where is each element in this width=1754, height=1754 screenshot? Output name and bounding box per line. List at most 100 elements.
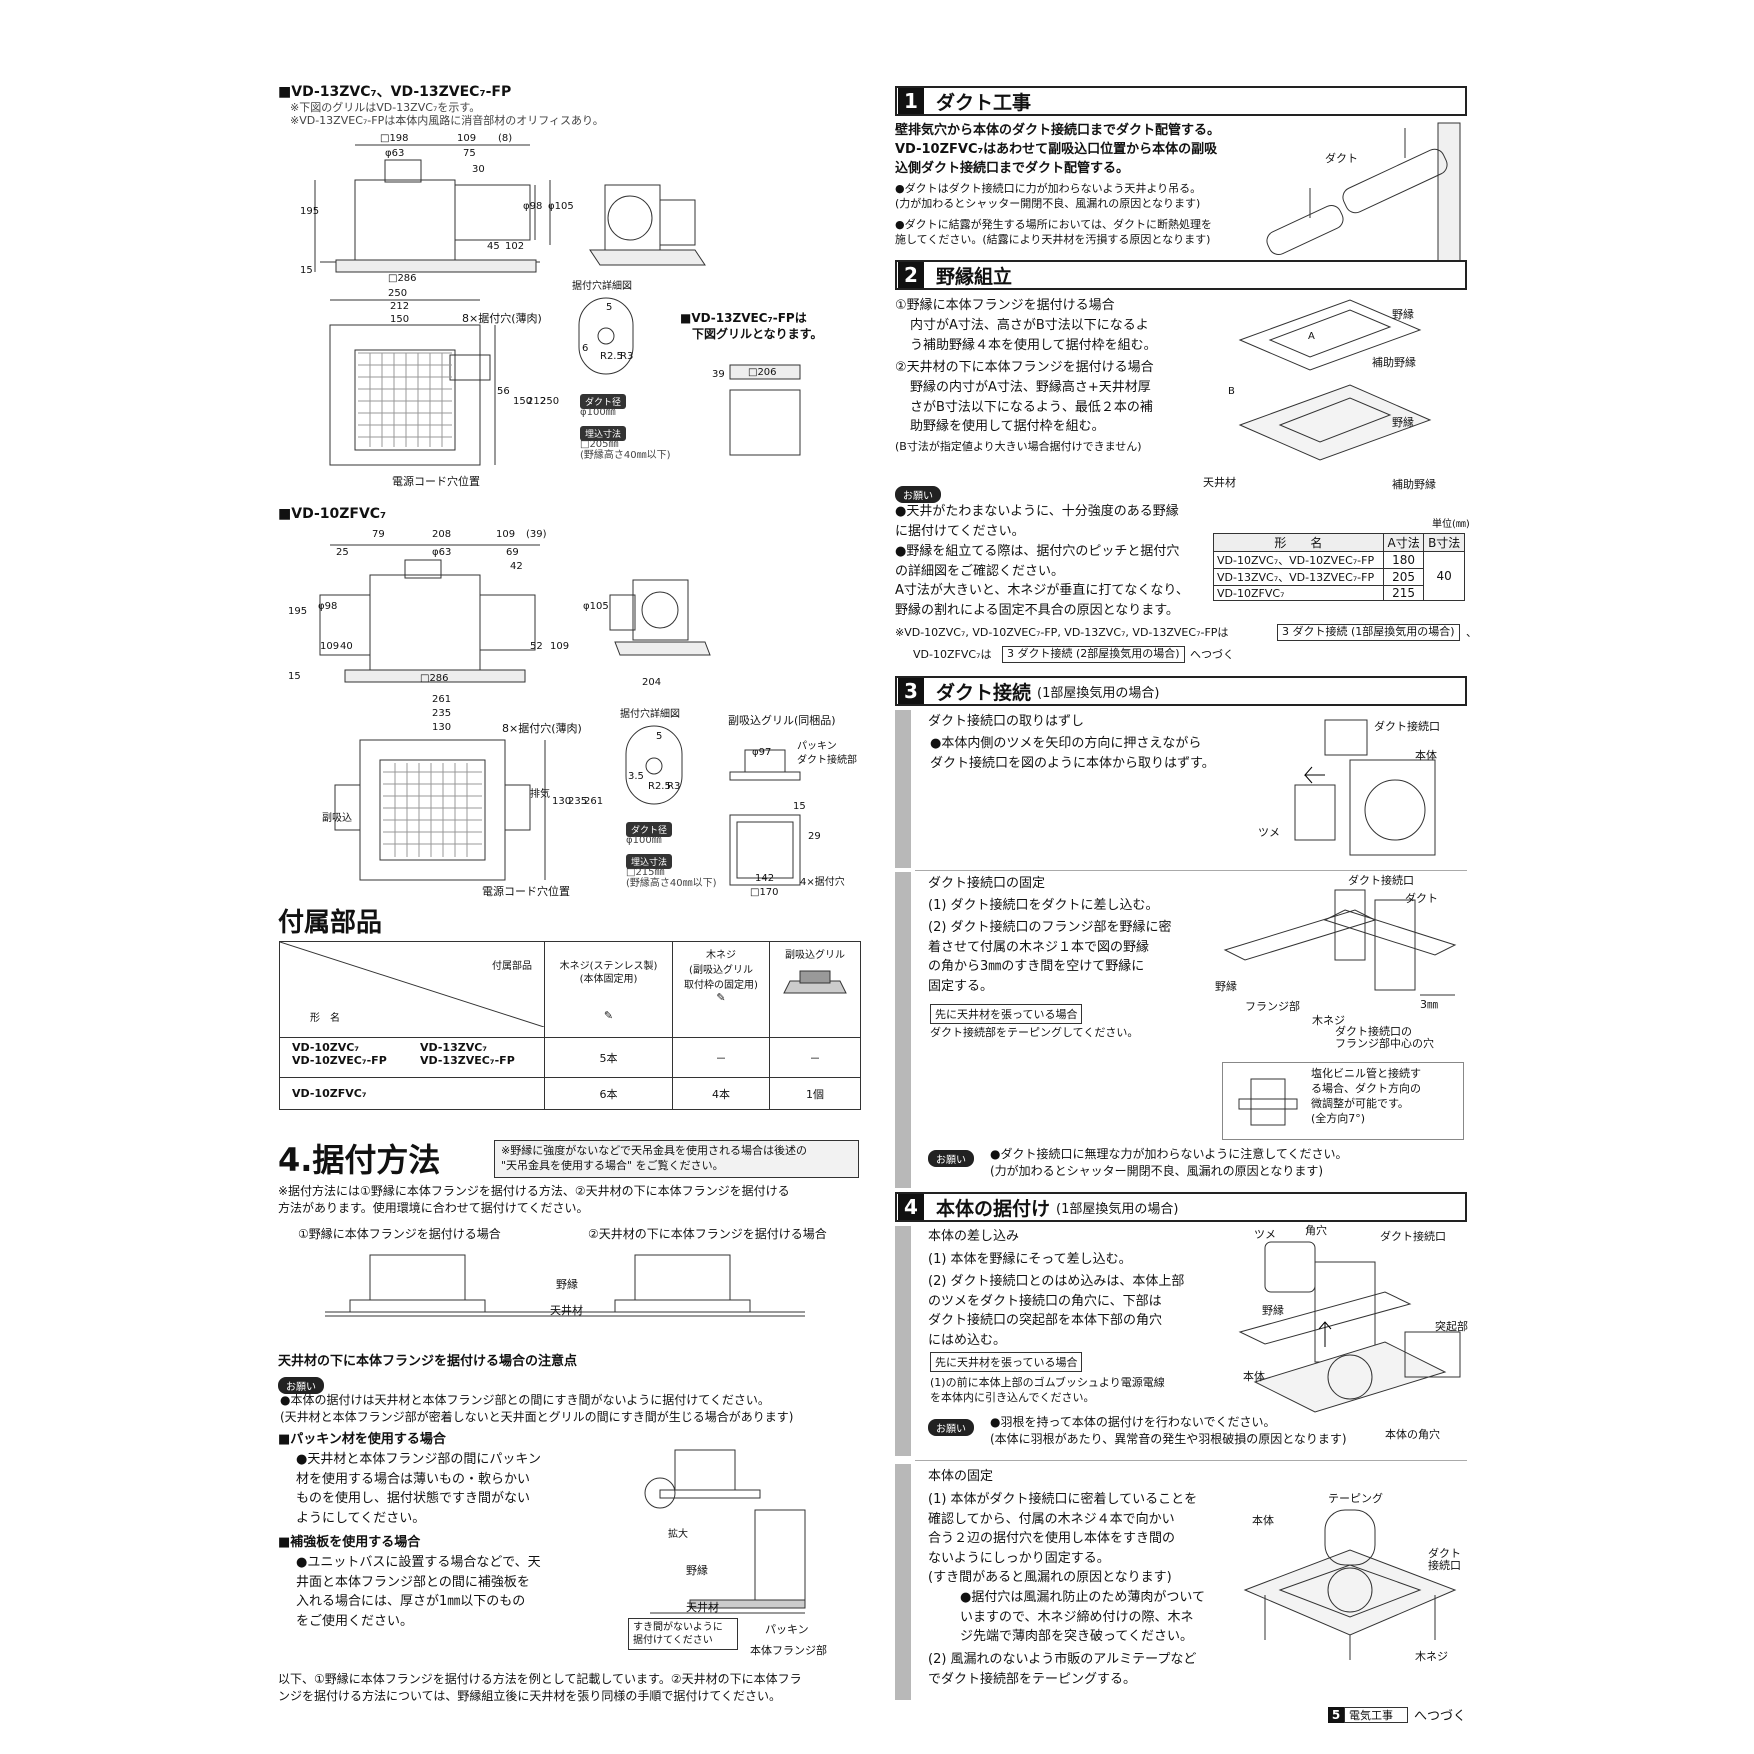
m2-dim-11: 109: [320, 641, 340, 652]
m2-exhaust: 排気: [530, 789, 550, 800]
m2-subintake: 副吸込: [322, 813, 352, 824]
s1-header: 1 ダクト工事: [895, 86, 1467, 116]
s3-title: ダクト接続: [936, 681, 1032, 704]
s4-p1-tagtext: (1)の前に本体上部のゴムブッシュより電源電線 を本体内に引き込んでください。: [930, 1376, 1165, 1404]
acc-r1c3: －: [769, 1037, 861, 1079]
s3-divider: [915, 870, 1467, 871]
s4-p1-s2: (2) ダクト接続口とのはめ込みは、本体上部 のツメをダクト接続口の角穴に、下部…: [928, 1274, 1185, 1348]
m2-dim-1: 208: [432, 529, 452, 540]
m2-grill-1: パッキン: [797, 741, 837, 752]
m1-detail-drawing: [578, 297, 634, 375]
s2-ref1-tag[interactable]: 3 ダクト接続 (1部屋換気用の場合): [1277, 624, 1460, 641]
s2-num: 2: [898, 262, 924, 288]
m2-grill-7: 4×据付穴: [800, 877, 845, 888]
s2-m2-title: ②天井材の下に本体フランジを据付ける場合: [895, 360, 1154, 375]
s2-m2-text: 野縁の内寸がA寸法、野縁高さ+天井材厚 さがB寸法以下になるよう、最低２本の補 …: [910, 380, 1153, 434]
s3-p2-fig-2: 野縁: [1215, 980, 1237, 993]
s2-fig-0: 野縁: [1392, 308, 1414, 321]
screw-icon: ✎: [716, 991, 726, 1004]
m1-hole-label: 8×据付穴(薄肉): [462, 312, 542, 325]
s4-divider: [915, 1460, 1467, 1461]
m2-dim-3: (39): [526, 529, 547, 540]
m2-grill-drawing: [729, 749, 801, 886]
m1-plan-5: 212: [527, 396, 547, 407]
m1-dim-7: φ98: [523, 201, 543, 212]
s3-p2-s2: (2) ダクト接続口のフランジ部を野縁に密 着させて付属の木ネジ１本で図の野縁 …: [928, 920, 1172, 994]
m1-dim-5: 30: [472, 164, 485, 175]
install-packing-title: ■パッキン材を使用する場合: [278, 1432, 446, 1447]
s2-ref1-b: 、: [1466, 626, 1477, 639]
s4-p2-fig-0: テーピング: [1328, 1492, 1383, 1505]
install-caution-title: 天井材の下に本体フランジを据付ける場合の注意点: [278, 1354, 578, 1369]
m2-detail-3: R3: [667, 781, 681, 792]
m2-plan-0: 261: [432, 694, 452, 705]
acc-r1c1: 5本: [544, 1037, 673, 1079]
s2-onegai: お願い: [895, 484, 941, 503]
fp-note2: 下図グリルとなります。: [692, 327, 823, 341]
s4-p2-fig-1: 本体: [1252, 1514, 1274, 1527]
s2-r1-a: 205: [1382, 568, 1425, 586]
m2-plan-5: 261: [584, 796, 604, 807]
model2-iso-drawing: [609, 579, 711, 656]
install-methods-drawing: [325, 1254, 805, 1317]
m2-dim-10: φ105: [583, 601, 609, 612]
m1-detail-3: R3: [620, 351, 634, 362]
model1-note1: ※下図のグリルはVD-13ZVC₇を示す。: [290, 101, 481, 114]
model2-plan-drawing: [334, 739, 546, 881]
m1-plan-3: 56: [497, 386, 510, 397]
s3-p2-fig-1: ダクト: [1405, 892, 1438, 905]
s2-r2-a: 215: [1382, 585, 1425, 601]
model1-plan-drawing: [329, 299, 496, 466]
s4-p1-tag: 先に天井材を張っている場合: [930, 1352, 1083, 1372]
m1-dim-6: 195: [300, 206, 320, 217]
s4-p1-fig-4: 突起部: [1435, 1320, 1468, 1333]
s2-dims-table: 形 名 A寸法 B寸法 VD-10ZVC₇、VD-10ZVEC₇-FP 180 …: [1213, 533, 1465, 601]
fp-grill-drawing: [729, 364, 801, 456]
m1-detail-2: R2.5: [600, 351, 623, 362]
m2-detail-drawing: [625, 725, 683, 805]
m1-embed-tag: 埋込寸法: [580, 422, 627, 441]
m1-cord-label: 電源コード穴位置: [392, 475, 480, 488]
s2-fig-3: 天井材: [1203, 476, 1236, 489]
s4-p2-s1: (1) 本体がダクト接続口に密着していることを 確認してから、付属の木ネジ４本で…: [928, 1492, 1198, 1585]
s2-fig-2: 野縁: [1392, 416, 1414, 429]
s2-m1-title: ①野縁に本体フランジを据付ける場合: [895, 298, 1115, 313]
install-caution-text: ●本体の据付けは天井材と本体フランジ部との間にすき間がないように据付けてください…: [280, 1393, 794, 1425]
s3-step1-bar: [895, 710, 911, 868]
install-fig-label-4: 本体フランジ部: [750, 1644, 827, 1657]
footer-tag: 電気工事: [1344, 1706, 1408, 1723]
s4-p1-fig-6: 本体の角穴: [1385, 1428, 1440, 1441]
acc-row2-model: VD-10ZFVC₇: [279, 1077, 545, 1111]
m2-cord-label: 電源コード穴位置: [482, 885, 570, 898]
screw-icon: ✎: [603, 1008, 614, 1022]
s2-frame-drawing: [1238, 299, 1432, 461]
m2-duct-val: φ100㎜: [626, 835, 662, 846]
s4-p2-drawing: [1243, 1509, 1457, 1660]
s4-p2-fig-2: ダクト 接続口: [1428, 1547, 1461, 1573]
m2-plan-1: 235: [432, 708, 452, 719]
s4-step2-bar: [895, 1464, 911, 1700]
m2-dim-16: □286: [420, 673, 449, 684]
footer-nav[interactable]: 5 電気工事 へつづく: [1328, 1705, 1466, 1724]
m1-dim-1: 109: [457, 133, 477, 144]
s4-p1-title: 本体の差し込み: [928, 1229, 1020, 1244]
m2-dim-13: 52: [530, 641, 543, 652]
m1-dim-9: 45: [487, 241, 500, 252]
m2-duct-tag: ダクト径: [626, 818, 673, 837]
s2-r0-model: VD-10ZVC₇、VD-10ZVEC₇-FP: [1213, 551, 1384, 569]
m2-dim-7: 42: [510, 561, 523, 572]
m2-grill-3: 15: [793, 801, 806, 812]
s2-header: 2 野縁組立: [895, 260, 1467, 290]
m1-plan-2: 150: [390, 314, 410, 325]
s3-p2-tag: 先に天井材を張っている場合: [930, 1004, 1083, 1024]
m1-detail-0: 5: [606, 302, 613, 313]
s4-p1-s1: (1) 本体を野縁にそって差し込む。: [928, 1252, 1132, 1267]
s2-ref2-tag[interactable]: 3 ダクト接続 (2部屋換気用の場合): [1002, 646, 1185, 663]
s2-fig-4: 補助野縁: [1392, 478, 1436, 491]
m2-detail-title: 据付穴詳細図: [620, 709, 680, 720]
s4-p1-drawing: [1238, 1241, 1461, 1413]
model1-title: ■VD-13ZVC₇、VD-13ZVEC₇-FP: [278, 84, 512, 100]
s4-header: 4 本体の据付け (1部屋換気用の場合): [895, 1192, 1467, 1222]
s2-r2-model: VD-10ZFVC₇: [1213, 585, 1384, 601]
s4-p1-fig-3: 野縁: [1262, 1304, 1284, 1317]
